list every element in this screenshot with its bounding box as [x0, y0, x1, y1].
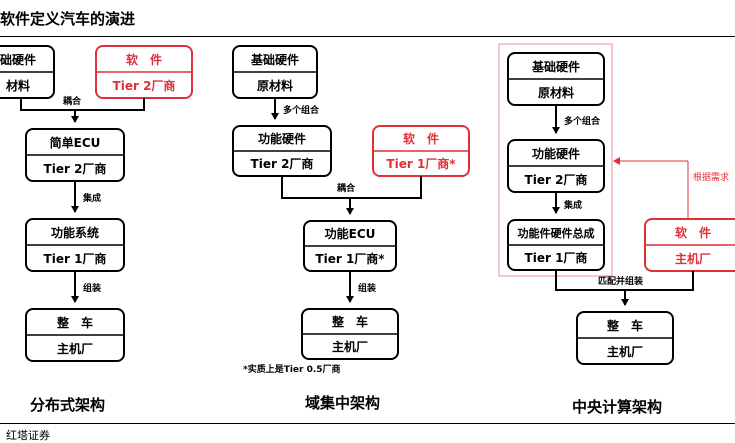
- distributed-function-sub: Tier 1厂商: [44, 251, 107, 266]
- distributed-couple-connector: 耦合: [20, 95, 145, 123]
- domain-assemble-arrow: 组装: [346, 271, 377, 303]
- central-architecture-title: 中央计算架构: [572, 398, 663, 416]
- central-car-label: 整 车: [606, 318, 643, 333]
- top-divider: [0, 36, 735, 37]
- distributed-ecu-label: 简单ECU: [50, 135, 101, 150]
- central-match-label: 匹配并组装: [598, 275, 644, 287]
- central-match-connector: 匹配并组装: [555, 270, 694, 306]
- domain-car-sub: 主机厂: [332, 339, 368, 354]
- domain-combine-arrow: 多个组合: [271, 98, 320, 120]
- central-software-sub: 主机厂: [675, 251, 711, 266]
- distributed-software-box: 软 件 Tier 2厂商: [95, 45, 193, 99]
- page-title: 软件定义汽车的演进: [0, 10, 136, 28]
- central-function-hardware-box: 功能硬件 Tier 2厂商: [507, 139, 605, 193]
- domain-hardware-box: 基础硬件 原材料: [232, 45, 318, 99]
- domain-ecu-box: 功能ECU Tier 1厂商*: [303, 220, 397, 272]
- distributed-hardware-box: 础硬件 材料: [0, 45, 55, 99]
- domain-function-hardware-sub: Tier 2厂商: [251, 156, 314, 171]
- distributed-integrate-label: 集成: [82, 192, 101, 204]
- central-software-label: 软 件: [675, 225, 711, 240]
- central-car-box: 整 车 主机厂: [576, 311, 674, 365]
- distributed-couple-label: 耦合: [63, 95, 82, 107]
- central-software-box: 软 件 主机厂: [644, 218, 735, 272]
- domain-software-label: 软 件: [403, 131, 439, 146]
- central-hardware-box: 基础硬件 原材料: [507, 52, 605, 106]
- central-integrate-label: 集成: [563, 199, 582, 211]
- domain-hardware-sub: 原材料: [257, 78, 293, 93]
- domain-couple-label: 耦合: [337, 182, 356, 194]
- domain-footnote: *实质上是Tier 0.5厂商: [243, 363, 341, 375]
- central-hardware-sub: 原材料: [538, 85, 574, 100]
- domain-hardware-label: 基础硬件: [250, 52, 299, 67]
- domain-assemble-label: 组装: [358, 282, 377, 294]
- central-function-hardware-label: 功能硬件: [532, 146, 580, 161]
- central-feedback-connector: 根据需求: [613, 157, 729, 219]
- distributed-hardware-sub: 材料: [5, 78, 30, 93]
- central-hardware-label: 基础硬件: [531, 59, 580, 74]
- domain-architecture-title: 域集中架构: [305, 394, 381, 412]
- domain-car-label: 整 车: [331, 314, 368, 329]
- distributed-function-label: 功能系统: [51, 225, 99, 240]
- domain-ecu-label: 功能ECU: [325, 226, 376, 241]
- distributed-hardware-label: 础硬件: [0, 52, 36, 67]
- central-car-sub: 主机厂: [607, 344, 643, 359]
- distributed-assemble-arrow: 组装: [71, 271, 102, 303]
- bottom-divider: [0, 423, 735, 424]
- domain-ecu-sub: Tier 1厂商*: [315, 251, 385, 266]
- distributed-integrate-arrow: 集成: [71, 181, 101, 213]
- domain-car-box: 整 车 主机厂: [301, 308, 399, 360]
- central-system-sub: Tier 1厂商: [525, 250, 588, 265]
- domain-software-box: 软 件 Tier 1厂商*: [372, 125, 470, 177]
- distributed-ecu-sub: Tier 2厂商: [44, 161, 107, 176]
- central-integrate-arrow: 集成: [552, 192, 582, 214]
- distributed-assemble-label: 组装: [83, 282, 102, 294]
- central-feedback-label: 根据需求: [693, 171, 729, 183]
- distributed-car-sub: 主机厂: [57, 341, 93, 356]
- source-label: 红塔证券: [6, 429, 50, 442]
- domain-couple-connector: 耦合: [281, 176, 422, 215]
- distributed-car-box: 整 车 主机厂: [25, 308, 125, 362]
- central-combine-label: 多个组合: [564, 115, 601, 127]
- distributed-car-label: 整 车: [56, 315, 93, 330]
- domain-function-hardware-label: 功能硬件: [258, 131, 306, 146]
- distributed-function-box: 功能系统 Tier 1厂商: [25, 218, 125, 272]
- distributed-architecture-title: 分布式架构: [30, 396, 106, 414]
- distributed-software-sub: Tier 2厂商: [113, 78, 176, 93]
- central-system-box: 功能件硬件总成 Tier 1厂商: [507, 219, 605, 271]
- domain-function-hardware-box: 功能硬件 Tier 2厂商: [232, 125, 332, 177]
- central-combine-arrow: 多个组合: [552, 105, 601, 134]
- domain-combine-label: 多个组合: [283, 104, 320, 116]
- distributed-software-label: 软 件: [126, 52, 162, 67]
- domain-software-sub: Tier 1厂商*: [386, 156, 456, 171]
- central-function-hardware-sub: Tier 2厂商: [525, 172, 588, 187]
- central-system-label: 功能件硬件总成: [518, 226, 595, 240]
- distributed-ecu-box: 简单ECU Tier 2厂商: [25, 128, 125, 182]
